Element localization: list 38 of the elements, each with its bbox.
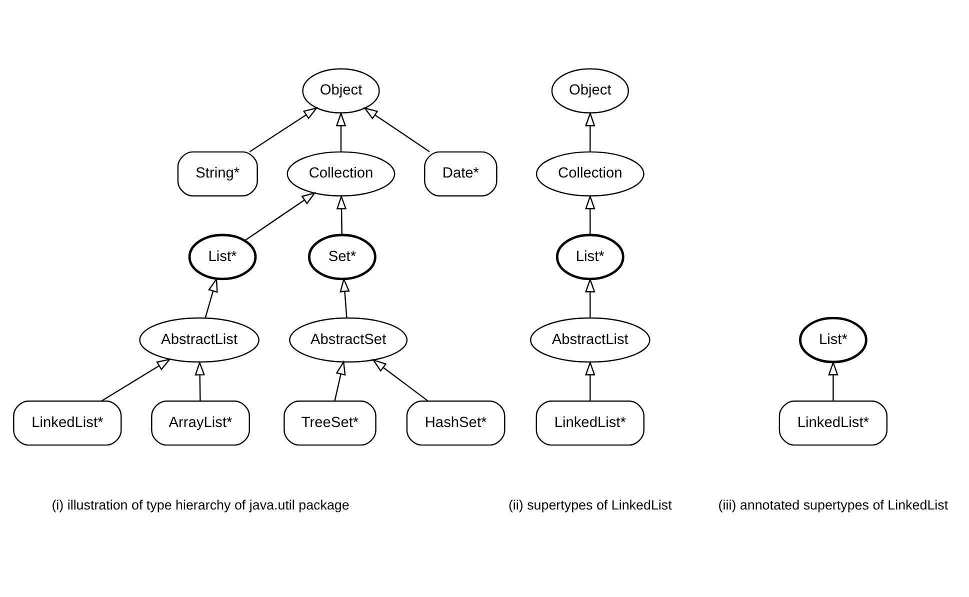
- arrow: [585, 360, 596, 401]
- node-box: String*: [177, 151, 258, 197]
- node-ellipse: List*: [188, 234, 257, 280]
- arrow: [194, 360, 205, 401]
- arrow: [334, 360, 346, 401]
- node-ellipse: Object: [551, 68, 629, 114]
- node-box: LinkedList*: [13, 400, 122, 446]
- arrow: [828, 360, 838, 401]
- node-ellipse: Collection: [286, 151, 396, 197]
- arrow: [363, 107, 430, 152]
- node-box: HashSet*: [406, 400, 506, 446]
- arrow: [585, 112, 596, 152]
- node-box: ArrayList*: [151, 400, 250, 446]
- node-ellipse: List*: [799, 316, 868, 364]
- arrow: [585, 278, 596, 318]
- arrow: [204, 277, 218, 318]
- node-ellipse: Object: [302, 68, 380, 114]
- node-ellipse: AbstractSet: [289, 317, 408, 363]
- node-box: LinkedList*: [778, 400, 888, 446]
- arrow: [372, 358, 428, 402]
- arrow: [585, 194, 596, 235]
- arrow: [336, 194, 347, 235]
- node-ellipse: Set*: [308, 234, 376, 280]
- node-ellipse: List*: [556, 234, 624, 280]
- arrow: [340, 277, 350, 318]
- arrow: [101, 358, 172, 402]
- label: (ii) supertypes of LinkedList: [508, 498, 672, 513]
- node-ellipse: AbstractList: [530, 317, 650, 363]
- arrow: [244, 192, 316, 242]
- label: (i) illustration of type hierarchy of java.util package: [52, 498, 350, 513]
- node-ellipse: AbstractList: [139, 317, 260, 363]
- node-box: TreeSet*: [284, 400, 376, 446]
- node-box: LinkedList*: [536, 400, 644, 446]
- arrow: [249, 107, 318, 152]
- label: (iii) annotated supertypes of LinkedList: [718, 498, 948, 513]
- node-box: Date*: [424, 151, 498, 197]
- node-ellipse: Collection: [536, 151, 644, 197]
- arrow: [336, 112, 346, 152]
